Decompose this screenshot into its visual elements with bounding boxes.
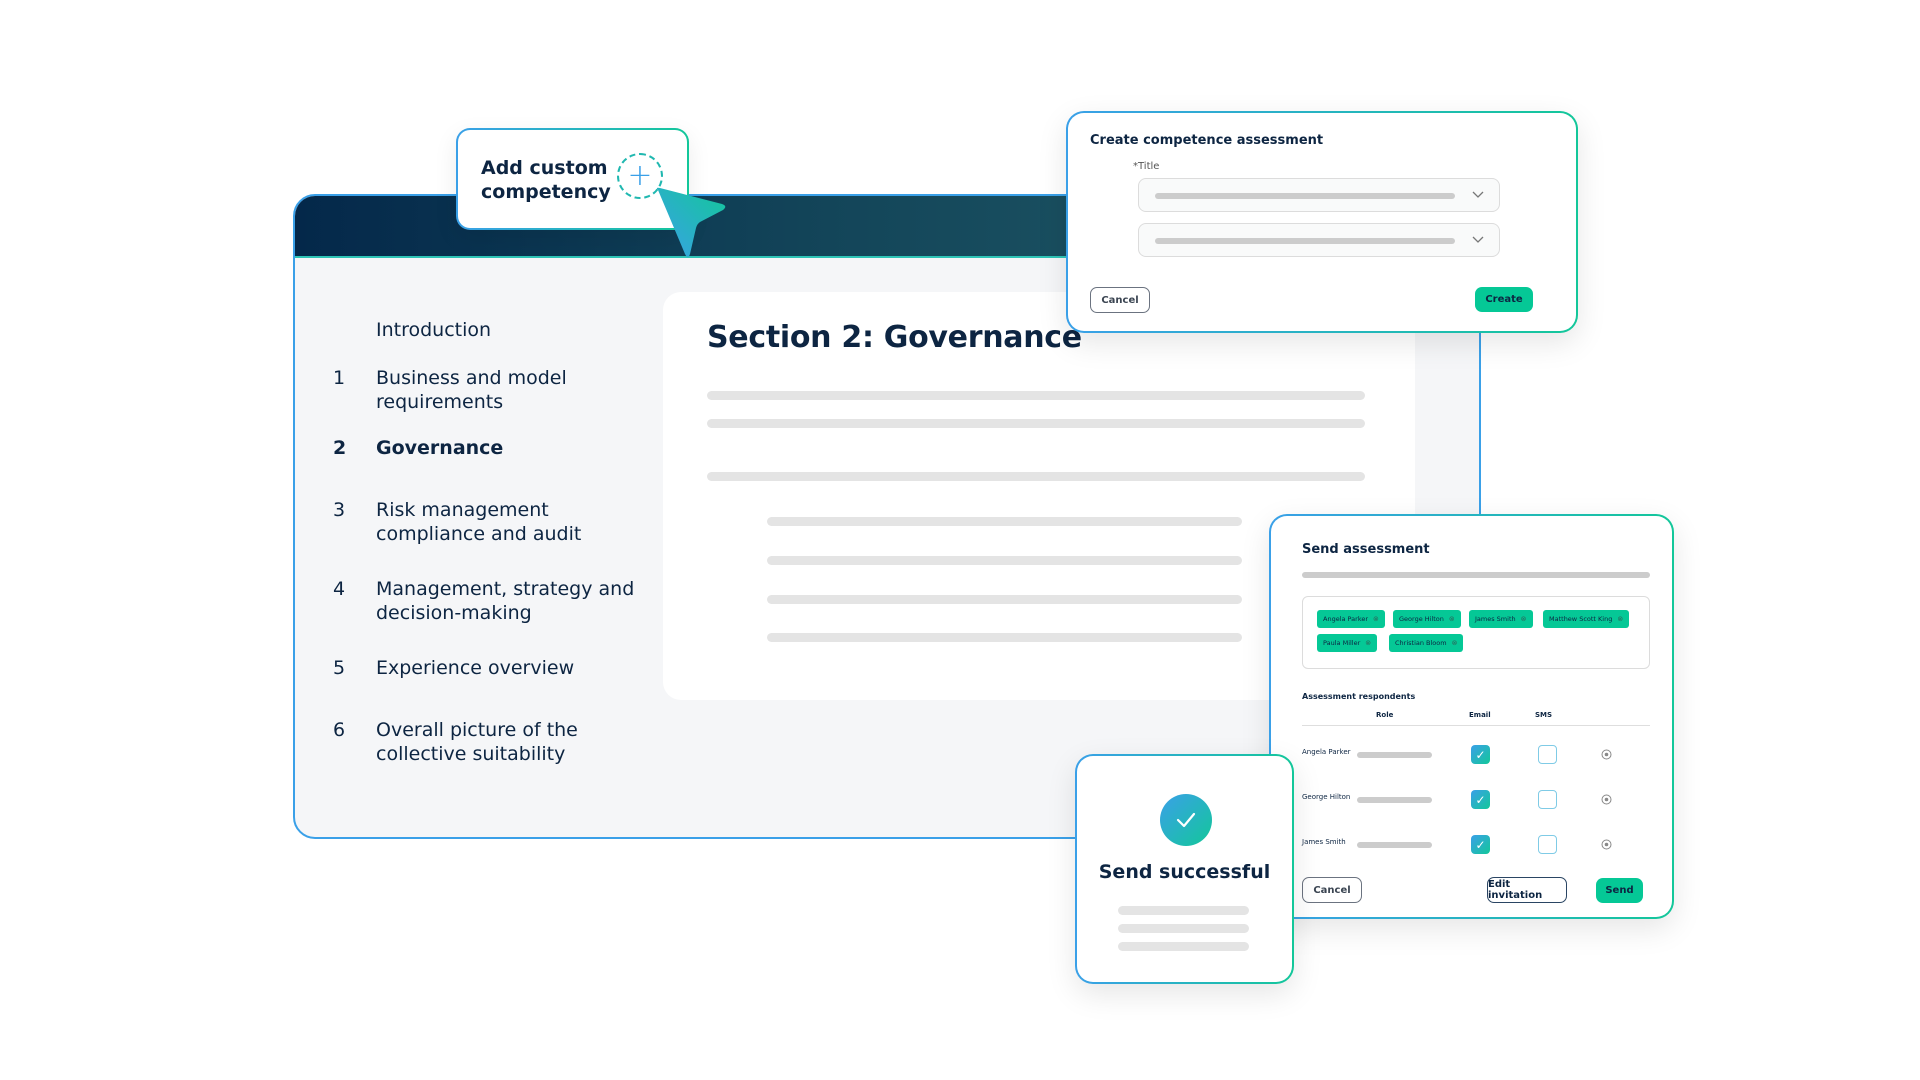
remove-tag-icon[interactable]: ⊗: [1365, 639, 1372, 647]
second-select[interactable]: [1138, 223, 1500, 257]
tag-label: George Hilton: [1399, 615, 1444, 623]
tag-label: Matthew Scott King: [1549, 615, 1613, 623]
title-field-label: *Title: [1133, 161, 1160, 172]
placeholder-line: [1118, 906, 1249, 915]
column-sms: SMS: [1535, 711, 1553, 719]
role-placeholder: [1357, 797, 1432, 803]
cancel-button[interactable]: Cancel: [1090, 287, 1150, 313]
remove-tag-icon[interactable]: ⊗: [1448, 615, 1455, 623]
send-assessment-modal: Send assessment Angela Parker ⊗ George Hi…: [1269, 514, 1674, 919]
edit-invitation-button[interactable]: Edit invitation: [1487, 877, 1567, 903]
item-label: Experience overview: [376, 657, 575, 679]
item-number: 3: [333, 499, 346, 521]
tag-label: James Smith: [1475, 615, 1516, 623]
tag-label: Christian Bloom: [1395, 639, 1447, 647]
add-competency-button[interactable]: +: [617, 153, 663, 199]
label-line-2: competency: [481, 181, 611, 203]
modal-title: Send assessment: [1302, 542, 1430, 557]
remove-tag-icon[interactable]: ⊗: [1451, 639, 1458, 647]
sms-checkbox[interactable]: [1538, 745, 1557, 764]
select-placeholder: [1155, 193, 1455, 199]
respondents-title: Assessment respondents: [1302, 692, 1416, 701]
respondent-row: James Smith ✓: [1271, 835, 1676, 855]
respondent-name: Angela Parker: [1302, 748, 1351, 756]
email-checkbox[interactable]: ✓: [1471, 745, 1490, 764]
add-competency-label: Add custom competency: [481, 156, 611, 204]
placeholder-line: [707, 391, 1365, 400]
email-checkbox[interactable]: ✓: [1471, 835, 1490, 854]
item-label: Business and model requirements: [376, 367, 567, 413]
recipient-tag: Paula Miller ⊗: [1317, 634, 1378, 652]
item-number: 5: [333, 657, 346, 679]
placeholder-line: [767, 595, 1242, 604]
tag-label: Angela Parker: [1323, 615, 1369, 623]
plus-icon: +: [627, 158, 653, 193]
chevron-down-icon: [1472, 191, 1484, 198]
add-custom-competency-card[interactable]: Add custom competency +: [456, 128, 689, 230]
placeholder-line: [1118, 942, 1249, 951]
recipient-tag: Christian Bloom ⊗: [1389, 634, 1464, 652]
sms-checkbox[interactable]: [1538, 835, 1557, 854]
chevron-down-icon: [1472, 236, 1484, 243]
section-title: Section 2: Governance: [707, 320, 1082, 355]
placeholder-bar: [1302, 572, 1650, 578]
send-success-card: Send successful: [1075, 754, 1294, 984]
item-label: Overall picture of the collective suitab…: [376, 719, 578, 765]
item-label: Governance: [376, 437, 504, 459]
cursor-arrow-icon: [656, 187, 726, 257]
item-label: Introduction: [376, 319, 492, 341]
recipients-field[interactable]: Angela Parker ⊗ George Hilton ⊗ James Smit…: [1302, 596, 1650, 669]
item-label: Risk management compliance and audit: [376, 499, 582, 545]
column-email: Email: [1469, 711, 1491, 719]
placeholder-line: [767, 556, 1242, 565]
respondent-name: James Smith: [1302, 838, 1346, 846]
recipient-tag: Matthew Scott King ⊗: [1543, 610, 1630, 628]
modal-title: Create competence assessment: [1090, 133, 1324, 148]
column-role: Role: [1376, 711, 1394, 719]
remove-tag-icon[interactable]: ⊗: [1617, 615, 1624, 623]
recipient-tag: Angela Parker ⊗: [1317, 610, 1385, 628]
item-label: Management, strategy and decision-making: [376, 578, 635, 624]
respondent-name: George Hilton: [1302, 793, 1351, 801]
sms-checkbox[interactable]: [1538, 790, 1557, 809]
placeholder-line: [767, 517, 1242, 526]
success-title: Send successful: [1098, 861, 1271, 883]
check-icon: [1176, 812, 1196, 828]
send-button[interactable]: Send: [1596, 878, 1643, 903]
placeholder-line: [707, 419, 1365, 428]
remove-respondent-icon[interactable]: [1601, 749, 1612, 760]
create-assessment-modal: Create competence assessment *Title Canc…: [1066, 111, 1578, 333]
placeholder-line: [707, 472, 1365, 481]
create-button[interactable]: Create: [1475, 287, 1533, 312]
respondent-row: Angela Parker ✓: [1271, 745, 1676, 765]
tag-label: Paula Miller: [1323, 639, 1361, 647]
check-circle: [1160, 794, 1212, 846]
recipient-tag: James Smith ⊗: [1469, 610, 1533, 628]
remove-tag-icon[interactable]: ⊗: [1373, 615, 1379, 623]
recipient-tag: George Hilton ⊗: [1393, 610, 1461, 628]
item-number: 2: [333, 437, 347, 459]
item-number: 4: [333, 578, 346, 600]
email-checkbox[interactable]: ✓: [1471, 790, 1490, 809]
item-number: 6: [333, 719, 346, 741]
select-placeholder: [1155, 238, 1455, 244]
cancel-button[interactable]: Cancel: [1302, 877, 1362, 903]
respondent-row: George Hilton ✓: [1271, 790, 1676, 810]
item-number: 1: [333, 367, 346, 389]
role-placeholder: [1357, 752, 1432, 758]
placeholder-line: [767, 633, 1242, 642]
remove-respondent-icon[interactable]: [1601, 794, 1612, 805]
remove-respondent-icon[interactable]: [1601, 839, 1612, 850]
section-sidebar: Introduction 1 Business and model requir…: [295, 258, 665, 837]
title-select[interactable]: [1138, 178, 1500, 212]
table-divider: [1302, 725, 1650, 726]
label-line-1: Add custom: [481, 157, 608, 179]
placeholder-line: [1118, 924, 1249, 933]
remove-tag-icon[interactable]: ⊗: [1520, 615, 1527, 623]
role-placeholder: [1357, 842, 1432, 848]
